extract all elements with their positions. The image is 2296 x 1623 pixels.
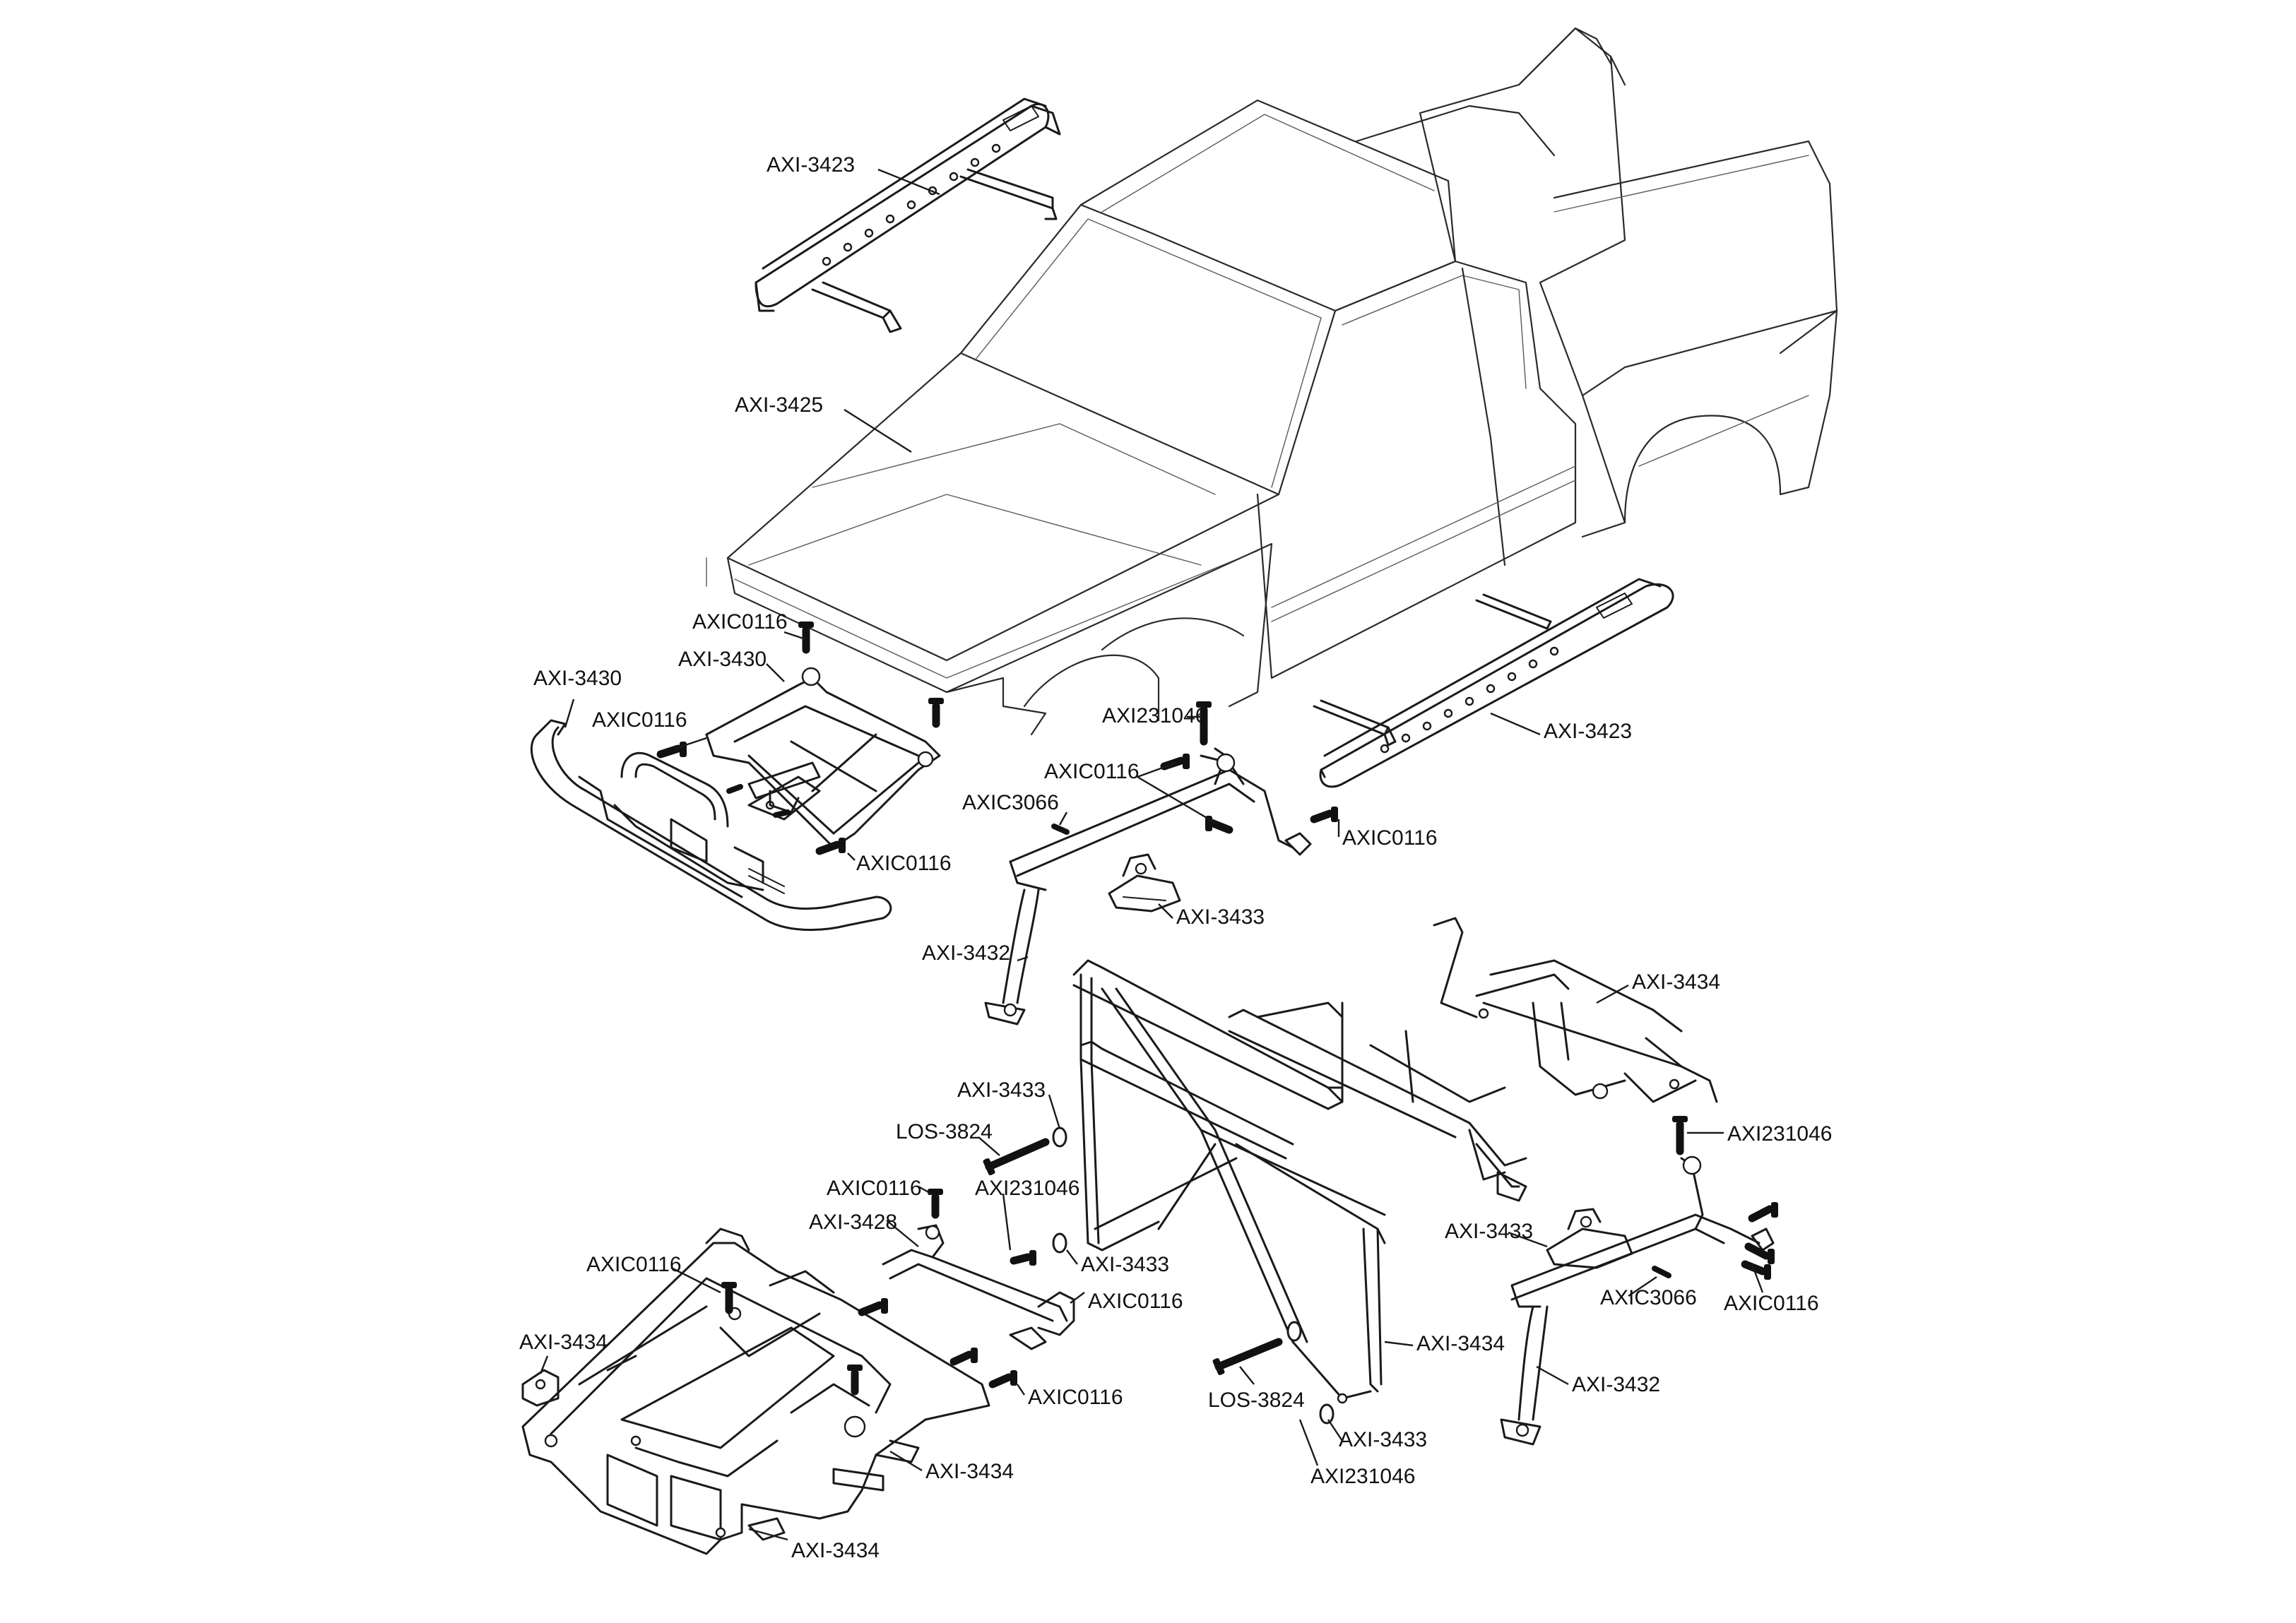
pin-upper [983, 1138, 1050, 1176]
callout-19: AXIC0116 [827, 1177, 922, 1200]
callout-10: AXIC0116 [1044, 760, 1140, 783]
callout-3: AXIC0116 [692, 610, 788, 634]
callout-27: AXIC0116 [586, 1253, 682, 1276]
callout-11: AXIC3066 [962, 791, 1059, 814]
screw-8 [656, 742, 687, 759]
screw-10 [1160, 754, 1190, 771]
callout-17: LOS-3824 [896, 1120, 993, 1143]
leader-lines [539, 168, 1764, 1541]
screw-4 [1672, 1116, 1688, 1155]
washers [1052, 1126, 1335, 1425]
callout-13: AXI-3433 [1176, 905, 1265, 929]
washer-lower-b [1319, 1403, 1335, 1425]
callout-25: AXIC0116 [1724, 1292, 1819, 1315]
screw-13 [1010, 1250, 1036, 1266]
screw-7 [847, 1365, 863, 1396]
screw-18 [1744, 1242, 1775, 1264]
lower-chassis-plate [521, 1227, 990, 1555]
screw-2 [928, 698, 944, 728]
servo-bracket-front [1108, 853, 1181, 912]
callout-23: AXIC0116 [1088, 1290, 1183, 1313]
callout-18: AXI231046 [1727, 1122, 1832, 1146]
screw-1 [798, 622, 814, 654]
callout-4: AXI-3430 [533, 667, 622, 690]
clip-screw-2 [773, 809, 791, 818]
washer-lower-a [1286, 1321, 1302, 1342]
rear-chassis [1228, 917, 1718, 1202]
bumper-clip [747, 761, 821, 814]
screw-14 [858, 1298, 888, 1316]
callout-12: AXIC0116 [1342, 826, 1438, 850]
front-cage-link [984, 747, 1312, 1025]
screw-9 [815, 838, 846, 855]
callout-28: AXI-3434 [519, 1331, 608, 1354]
screw-12 [1205, 816, 1233, 834]
washer-upper [1052, 1126, 1067, 1148]
clip-screw-1 [726, 784, 743, 794]
bumper-mount [705, 667, 941, 849]
rock-slider-upper [755, 97, 1061, 333]
set-screw-front [1051, 824, 1070, 835]
callout-15: AXI-3434 [1632, 970, 1720, 994]
callout-31: LOS-3824 [1208, 1389, 1305, 1412]
callout-36: AXI-3434 [791, 1539, 880, 1562]
rear-cage-link [1500, 1155, 1775, 1446]
screw-19 [1741, 1260, 1771, 1280]
callout-35: AXI-3434 [925, 1460, 1014, 1483]
shock-link [882, 1224, 1075, 1350]
front-bumper [530, 719, 892, 932]
screw-17 [1748, 1202, 1778, 1223]
callout-5: AXI-3430 [678, 648, 767, 671]
set-screw-rear [1652, 1266, 1671, 1278]
callout-29: AXI-3434 [1416, 1332, 1505, 1355]
screw-16 [988, 1370, 1017, 1389]
washer-mid [1052, 1232, 1067, 1254]
truck-body [706, 27, 1838, 736]
callout-9: AXI-3423 [1544, 720, 1632, 743]
screw-6 [721, 1282, 737, 1314]
callout-7: AXIC0116 [856, 852, 952, 875]
screw-15 [949, 1348, 978, 1366]
callout-22: AXI-3433 [1081, 1253, 1169, 1276]
callout-2: AXI-3425 [735, 393, 823, 417]
callout-26: AXIC3066 [1600, 1286, 1697, 1309]
callout-20: AXI231046 [975, 1177, 1079, 1200]
callout-14: AXI-3432 [922, 941, 1010, 965]
callout-16: AXI-3433 [957, 1078, 1046, 1102]
screw-5 [928, 1189, 943, 1219]
callout-32: AXI-3432 [1572, 1373, 1660, 1396]
body-post-mount [521, 1369, 560, 1407]
callout-1: AXI-3423 [767, 153, 855, 177]
callout-8: AXI231046 [1102, 704, 1207, 727]
screw-11 [1310, 807, 1338, 824]
callout-30: AXIC0116 [1028, 1386, 1123, 1409]
callout-21: AXI-3428 [809, 1211, 897, 1234]
pin-lower [1212, 1338, 1283, 1376]
callout-33: AXI-3433 [1339, 1428, 1427, 1451]
servo-bracket-rear [1546, 1208, 1633, 1269]
screw-3 [1196, 701, 1212, 746]
callout-6: AXIC0116 [592, 708, 687, 732]
callout-24: AXI-3433 [1445, 1220, 1533, 1243]
callout-labels: AXI-3423 AXI-3425 AXIC0116 AXI-3430 AXI-… [519, 153, 1832, 1562]
roll-cage-center [1072, 959, 1386, 1404]
rock-slider-lower [1313, 578, 1674, 788]
callout-34: AXI231046 [1310, 1465, 1415, 1488]
